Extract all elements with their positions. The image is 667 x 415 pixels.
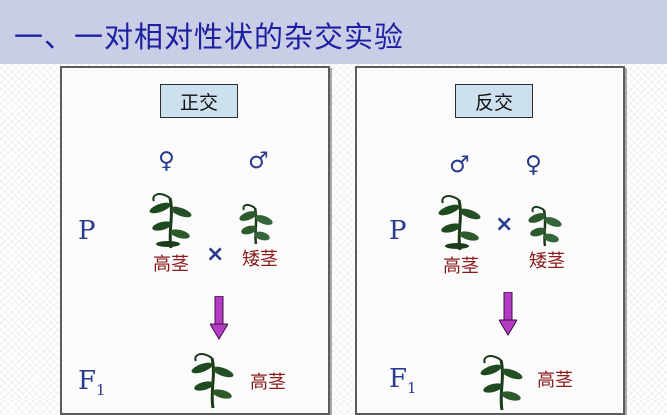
short-stem-label: 矮茎 bbox=[242, 249, 278, 270]
tall-plant-icon bbox=[438, 195, 481, 251]
generation-f1: F1 bbox=[78, 366, 106, 400]
f1-tall-plant-icon bbox=[191, 353, 234, 409]
title-bar: 一、一对相对性状的杂交实验 bbox=[0, 0, 667, 64]
male-symbol: ♂ bbox=[248, 148, 269, 174]
short-plant-icon bbox=[239, 203, 273, 245]
down-arrow-icon bbox=[499, 292, 517, 336]
cross-symbol: × bbox=[495, 212, 514, 237]
slide-title: 一、一对相对性状的杂交实验 bbox=[14, 20, 405, 54]
generation-f1: F1 bbox=[389, 364, 417, 398]
short-plant-icon bbox=[528, 205, 562, 247]
generation-p: P bbox=[389, 216, 407, 246]
cross-symbol: × bbox=[206, 242, 225, 267]
panel-label-reverse: 反交 bbox=[455, 84, 533, 118]
female-symbol: ♀ bbox=[525, 152, 542, 178]
tall-plant-icon bbox=[149, 193, 192, 249]
generation-p: P bbox=[78, 216, 96, 246]
down-arrow-icon bbox=[210, 296, 228, 340]
male-symbol: ♂ bbox=[449, 152, 470, 178]
short-stem-label: 矮茎 bbox=[529, 251, 565, 272]
panel-reciprocal-reverse: 反交 ♂ ♀ P 高茎 × 矮茎 F1 高茎 bbox=[355, 66, 625, 415]
f1-tall-stem-label: 高茎 bbox=[250, 372, 286, 393]
panel-reciprocal-forward: 正交 ♀ ♂ P 高茎 × 矮茎 F1 高茎 bbox=[60, 66, 330, 415]
panel-label-forward: 正交 bbox=[160, 84, 238, 118]
tall-stem-label: 高茎 bbox=[153, 254, 189, 275]
f1-tall-stem-label: 高茎 bbox=[537, 370, 573, 391]
f1-tall-plant-icon bbox=[480, 355, 523, 411]
female-symbol: ♀ bbox=[158, 148, 175, 174]
tall-stem-label: 高茎 bbox=[443, 256, 479, 277]
